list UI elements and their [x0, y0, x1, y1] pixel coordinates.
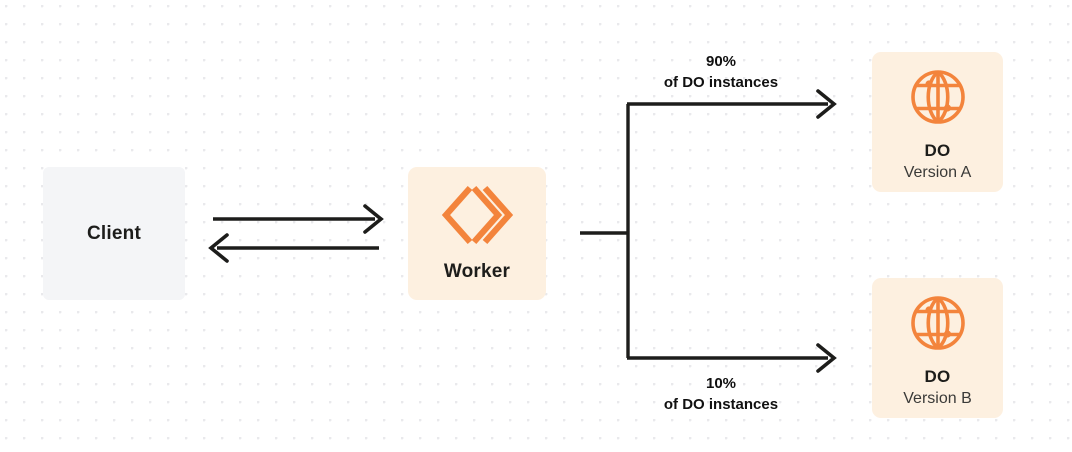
do-a-subtitle: Version A	[903, 164, 972, 181]
node-durable-object-version-a[interactable]: DO Version A	[872, 52, 1003, 192]
fork-connector-trunk	[580, 104, 630, 358]
node-worker[interactable]: Worker	[408, 167, 546, 300]
edge-label-do-a: 90% of DO instances	[636, 52, 806, 93]
node-client[interactable]: Client	[43, 167, 185, 300]
node-durable-object-version-b[interactable]: DO Version B	[872, 278, 1003, 418]
cloudflare-workers-logo-icon	[441, 185, 514, 245]
globe-icon	[910, 296, 965, 350]
arrow-worker-to-do-a	[627, 89, 837, 119]
arrow-client-to-worker	[213, 204, 384, 234]
globe-icon	[910, 70, 965, 124]
do-b-title: DO	[924, 367, 951, 386]
do-a-title: DO	[924, 141, 951, 160]
edge-label-do-a-percent: 90%	[705, 53, 737, 70]
edge-label-do-b-percent: 10%	[705, 375, 737, 392]
arrow-worker-to-client	[208, 233, 379, 263]
arrow-worker-to-do-b	[627, 343, 837, 373]
worker-label: Worker	[443, 261, 511, 282]
client-label: Client	[87, 222, 141, 244]
edge-label-do-b-description: of DO instances	[663, 395, 779, 413]
do-b-subtitle: Version B	[903, 390, 972, 407]
edge-label-do-a-description: of DO instances	[663, 73, 779, 91]
edge-label-do-b: 10% of DO instances	[636, 374, 806, 415]
